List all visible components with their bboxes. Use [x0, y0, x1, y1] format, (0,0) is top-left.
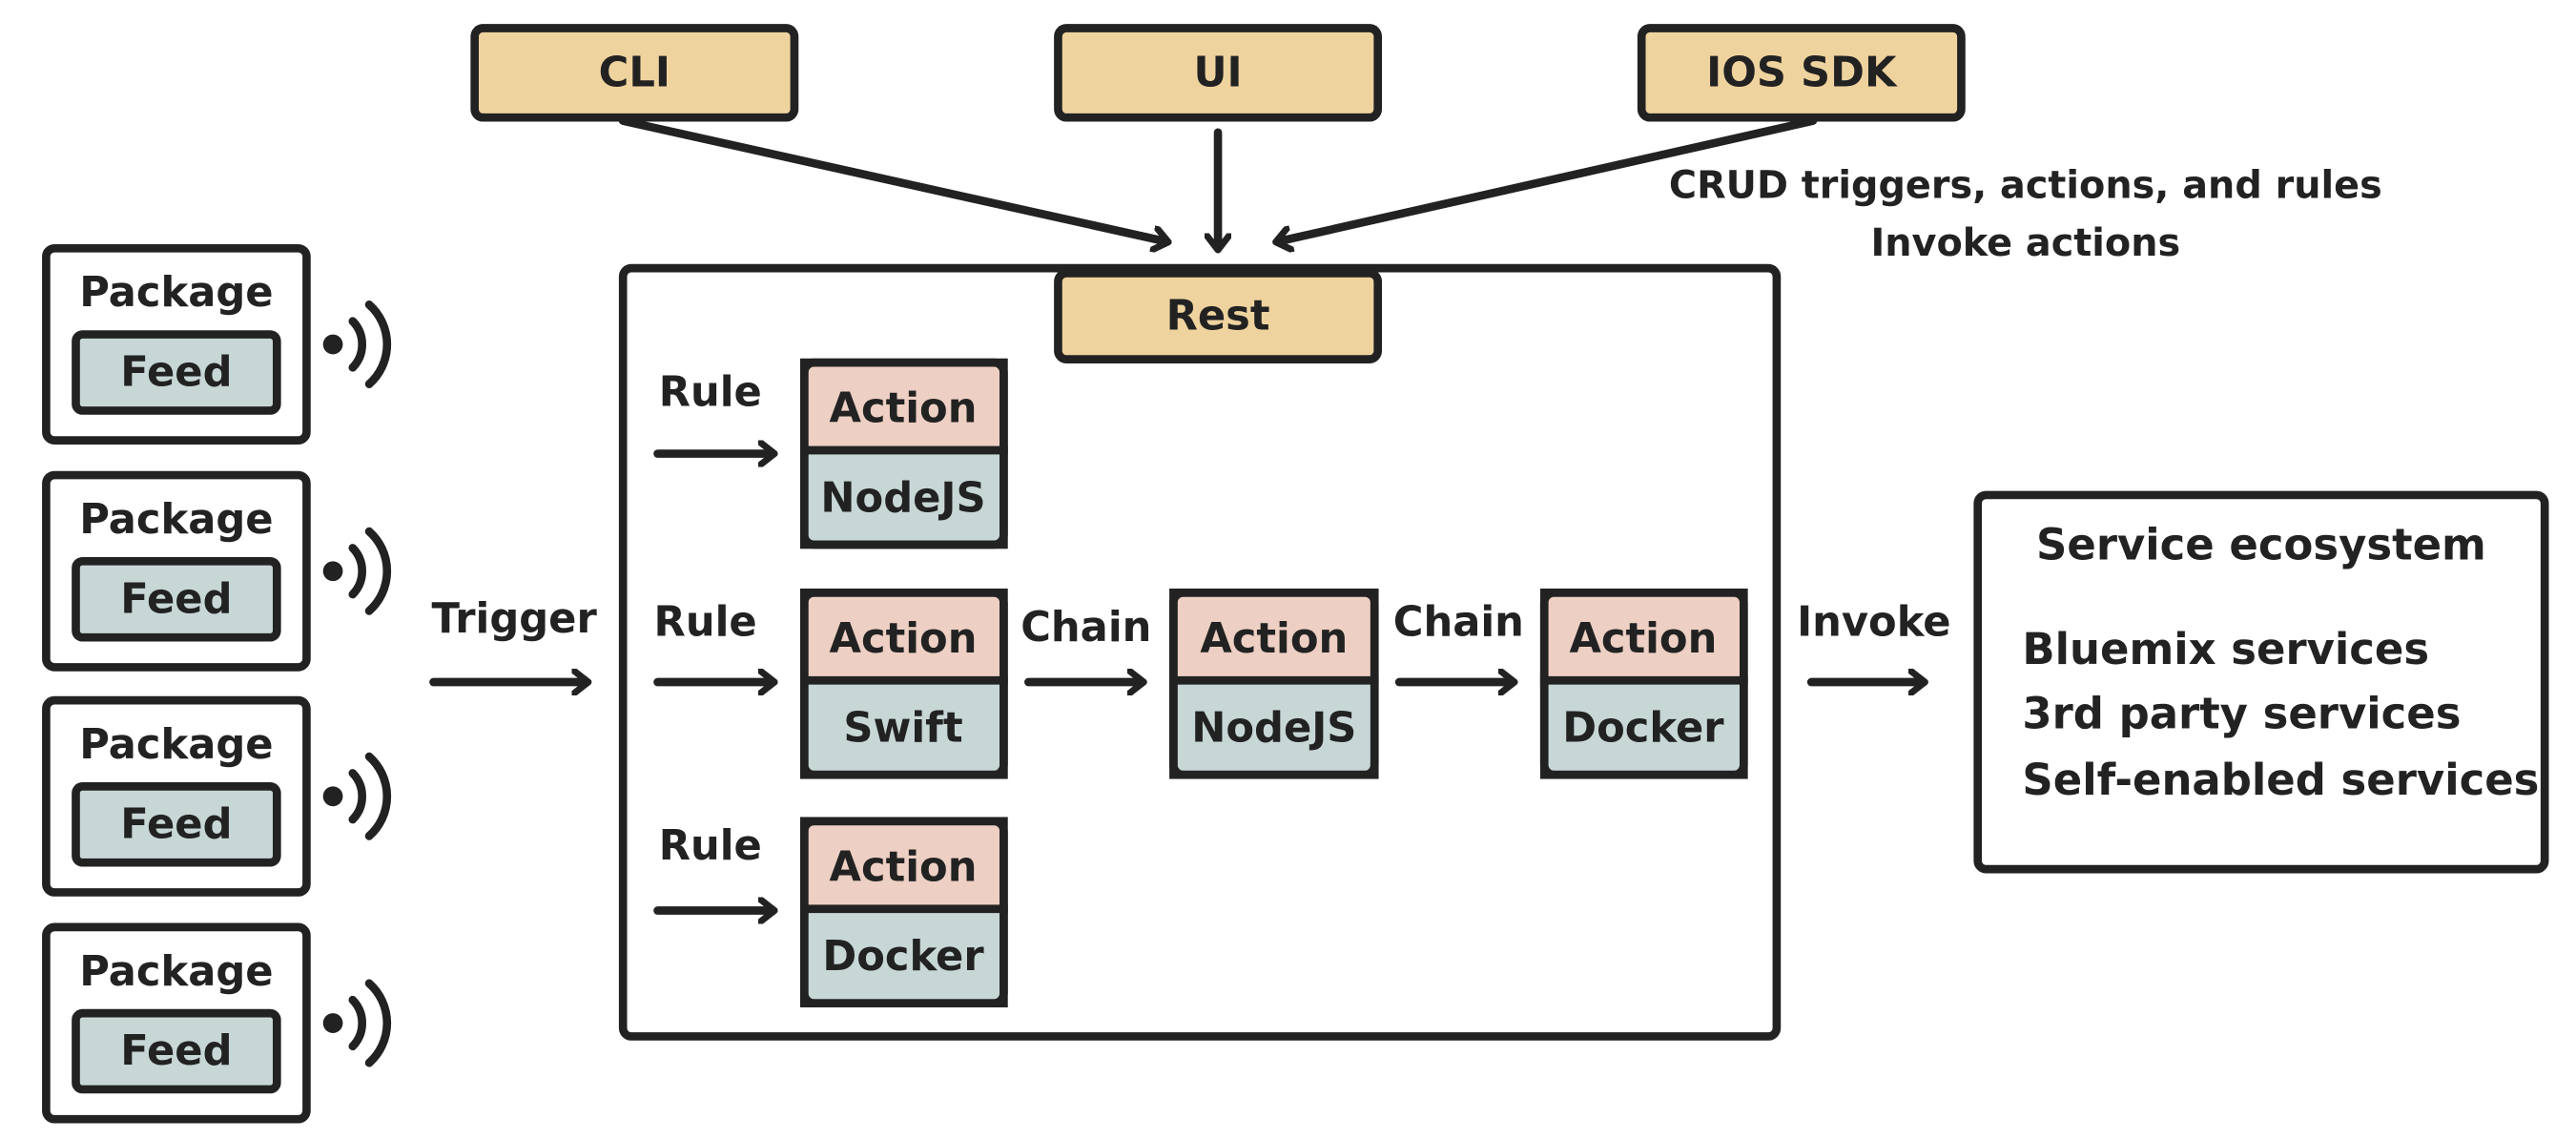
package-3: Package Feed: [42, 695, 392, 897]
action-label: Action: [1200, 615, 1348, 663]
action-docker: Action Docker: [1539, 588, 1748, 779]
cli-to-rest-arrow: [618, 116, 1166, 242]
broadcast-icon: [322, 979, 392, 1067]
runtime-label: Docker: [822, 933, 984, 981]
action-label: Action: [1569, 615, 1717, 663]
feed-label: Feed: [120, 348, 232, 396]
client-ios-sdk: IOS SDK: [1637, 24, 1966, 122]
action-label: Action: [830, 843, 978, 891]
runtime-label: NodeJS: [820, 474, 985, 522]
ecosystem-item: Bluemix services: [2022, 624, 2429, 674]
package-1: Package Feed: [42, 243, 392, 445]
client-ios-sdk-label: IOS SDK: [1706, 49, 1898, 96]
openwhisk-container: [618, 263, 1782, 1041]
action-docker: Action Docker: [799, 817, 1008, 1008]
rule-label: Rule: [654, 598, 757, 646]
chain-label: Chain: [1020, 604, 1151, 652]
runtime-label: Swift: [843, 705, 962, 753]
package-4: Package Feed: [42, 922, 392, 1124]
service-ecosystem-box: Service ecosystem Bluemix services 3rd p…: [1973, 490, 2549, 874]
package-2: Package Feed: [42, 470, 392, 672]
action-label: Action: [830, 385, 978, 433]
runtime-label: NodeJS: [1191, 705, 1356, 753]
client-ui-label: UI: [1193, 49, 1242, 96]
client-ui: UI: [1054, 24, 1383, 122]
chain-label: Chain: [1393, 598, 1524, 646]
rest-label: Rest: [1166, 292, 1270, 340]
package-label: Package: [79, 496, 273, 544]
action-label: Action: [830, 615, 978, 663]
trigger-label: Trigger: [432, 595, 598, 643]
broadcast-icon: [322, 300, 392, 388]
broadcast-icon: [322, 752, 392, 840]
feed-label: Feed: [120, 1027, 232, 1075]
package-label: Package: [79, 269, 273, 317]
ecosystem-item: 3rd party services: [2022, 688, 2461, 738]
ios-sdk-to-rest-arrow: [1277, 116, 1818, 242]
feed-label: Feed: [120, 575, 232, 623]
package-label: Package: [79, 721, 273, 769]
ecosystem-title: Service ecosystem: [2036, 519, 2486, 570]
rule-label: Rule: [659, 822, 762, 870]
package-label: Package: [79, 948, 273, 996]
client-cli-label: CLI: [599, 49, 670, 96]
broadcast-icon: [322, 527, 392, 615]
rule-label: Rule: [659, 368, 762, 416]
rest-api-box: Rest: [1054, 269, 1383, 363]
client-note-invoke: Invoke actions: [1870, 221, 2180, 265]
client-cli: CLI: [470, 24, 799, 122]
runtime-label: Docker: [1562, 705, 1724, 753]
action-swift: Action Swift: [799, 588, 1008, 779]
feed-label: Feed: [120, 800, 232, 848]
ecosystem-item: Self-enabled services: [2022, 755, 2539, 805]
action-nodejs: Action NodeJS: [799, 358, 1008, 549]
client-note-crud: CRUD triggers, actions, and rules: [1669, 163, 2382, 207]
action-nodejs: Action NodeJS: [1169, 588, 1379, 779]
invoke-label: Invoke: [1797, 598, 1950, 646]
